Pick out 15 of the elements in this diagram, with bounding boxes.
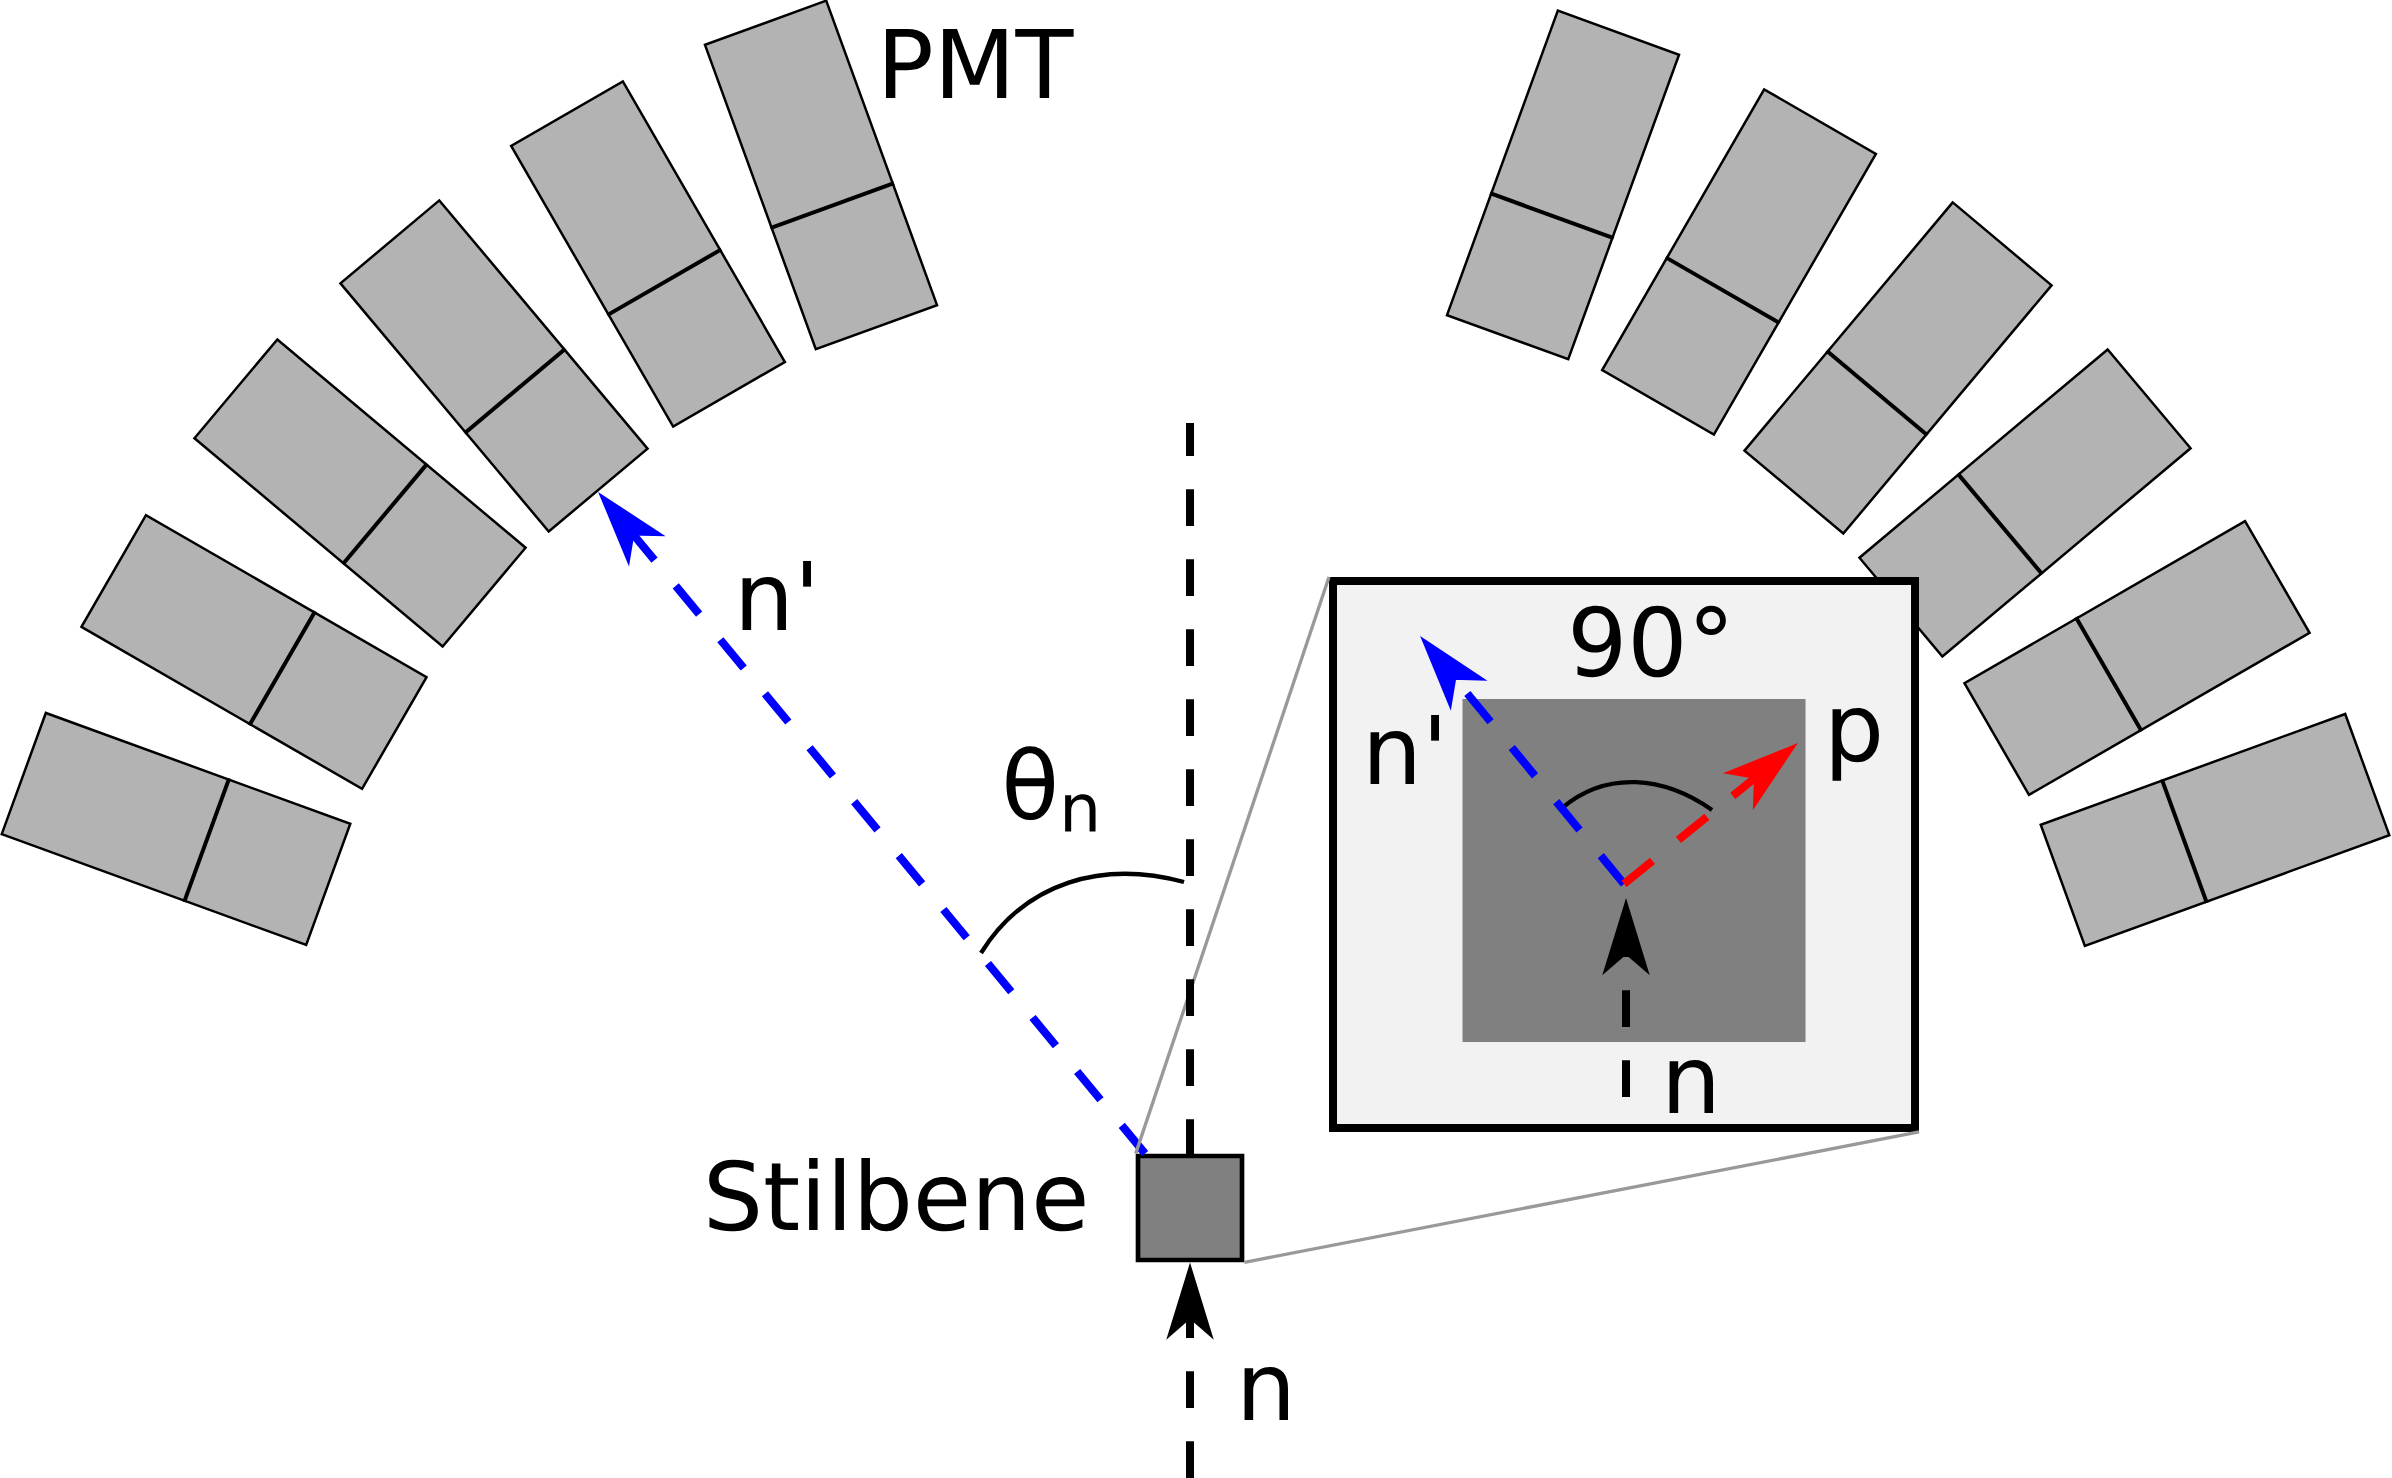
detector bbox=[1445, 9, 1681, 361]
edge-label: n' bbox=[729, 555, 825, 635]
part-label: PMT bbox=[886, 28, 1074, 98]
particle-label: n bbox=[1669, 1059, 1713, 1113]
zoom-line bbox=[1244, 1130, 1920, 1264]
edge-label: n bbox=[1231, 1361, 1301, 1425]
angle-label: θ$_{n}$ bbox=[1006, 746, 1096, 832]
name-label: Stilbene bbox=[709, 1158, 1085, 1232]
detector bbox=[0, 711, 352, 947]
zoom-line bbox=[1134, 576, 1331, 1155]
angle-label: 90° bbox=[1573, 605, 1726, 678]
particle-label: n' bbox=[1370, 714, 1439, 784]
particle-label: p bbox=[1832, 707, 1879, 781]
crystal-closeup bbox=[1462, 699, 1806, 1042]
detector bbox=[2039, 712, 2391, 948]
